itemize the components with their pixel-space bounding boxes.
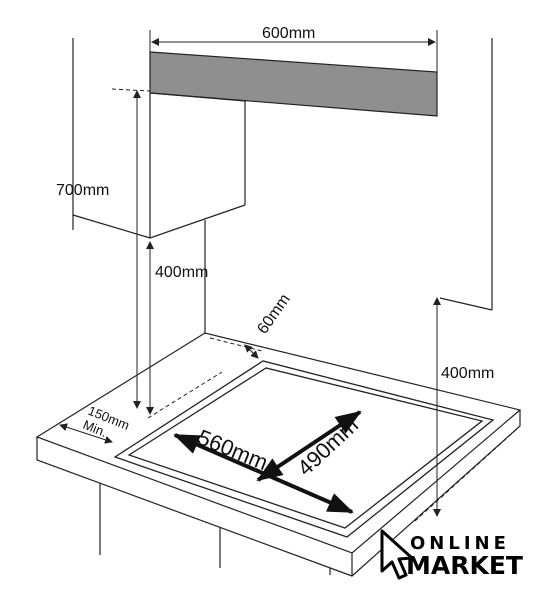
height-700-dimension [111, 88, 151, 409]
right-wall [439, 38, 493, 311]
logo-line-2: MARKET [406, 551, 523, 580]
cooker-hood [149, 51, 438, 117]
rear-clearance-label: 60mm [254, 291, 293, 337]
cursor-arrow-icon [380, 529, 414, 580]
side-clearance-dimension [59, 423, 113, 444]
width-label: 600mm [262, 25, 315, 42]
online-market-logo: ONLINE MARKET [380, 529, 523, 580]
logo-line-1: ONLINE [410, 533, 510, 554]
worktop [35, 332, 522, 577]
width-dimension [149, 30, 438, 72]
rear-clearance-dimension [244, 344, 259, 359]
cutout-width-label: 560mm [194, 424, 271, 475]
height-700-label: 700mm [56, 182, 109, 199]
wall-cabinet [72, 92, 246, 239]
height-400-right-label: 400mm [441, 365, 494, 382]
height-400-left-label: 400mm [155, 264, 208, 281]
base-cabinet [99, 483, 331, 575]
cutout-depth-arrow [256, 410, 362, 482]
cutout-depth-label: 490mm [292, 412, 363, 480]
